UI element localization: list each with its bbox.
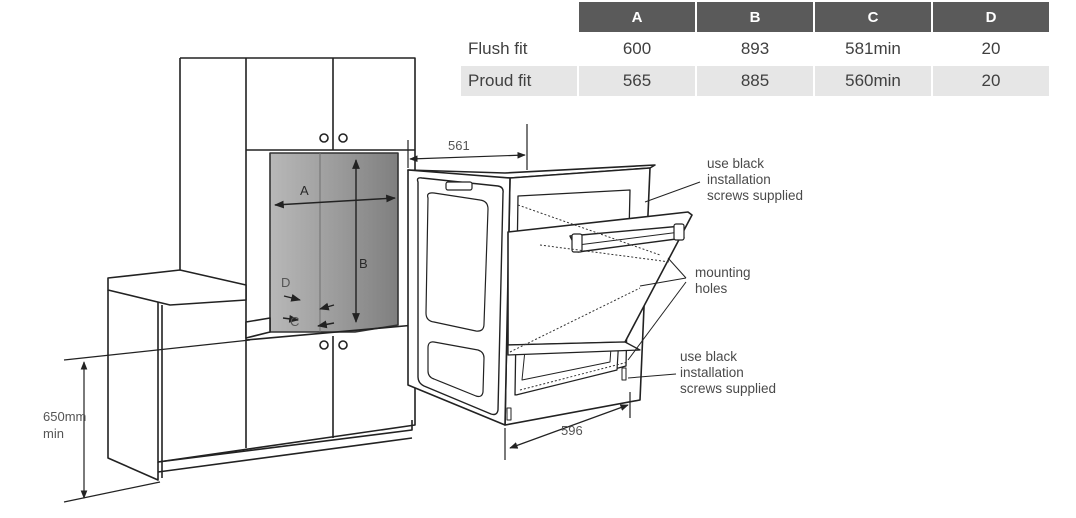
row-label-proud: Proud fit [461,66,577,96]
table-cell: 600 [577,34,695,64]
mounting-holes-label: mounting holes [695,265,751,296]
header-a: A [577,2,695,32]
leader-lines [627,181,701,379]
cabinet [107,57,416,481]
table-cell: 893 [695,34,813,64]
table-row: Flush fit 600 893 581min 20 [461,34,1049,64]
oven-dimensions [407,124,631,460]
cavity-letter-a: A [300,183,309,198]
screws-bottom-label: use black installation screws supplied [680,349,777,396]
table-cell: 20 [931,66,1049,96]
cavity-letter-b: B [359,256,368,271]
table-cell: 581min [813,34,931,64]
height-label-line2: min [43,426,64,441]
dim-596-label: 596 [561,423,583,438]
row-label-flush: Flush fit [468,39,528,58]
table-cell: 560min [813,66,931,96]
height-dimension [63,339,251,503]
table-corner [461,2,577,32]
height-label-line1: 650mm [43,409,87,424]
table-cell: 20 [931,34,1049,64]
cavity-dimensions [274,159,396,329]
dim-561-label: 561 [448,138,470,153]
cavity-letter-d: D [281,275,291,290]
table-row: Proud fit 565 885 560min 20 [461,66,1049,96]
table-cell: 565 [577,66,695,96]
table-header-row: A B C D [461,2,1049,32]
header-d: D [931,2,1049,32]
screws-top-label: use black installation screws supplied [707,156,804,203]
header-b: B [695,2,813,32]
oven [407,164,693,426]
header-c: C [813,2,931,32]
dotted-guides [509,204,671,391]
cavity-letter-c: C [290,314,300,329]
table-cell: 885 [695,66,813,96]
dimensions-table: A B C D Flush fit 600 893 581min 20 Prou… [461,2,1049,96]
